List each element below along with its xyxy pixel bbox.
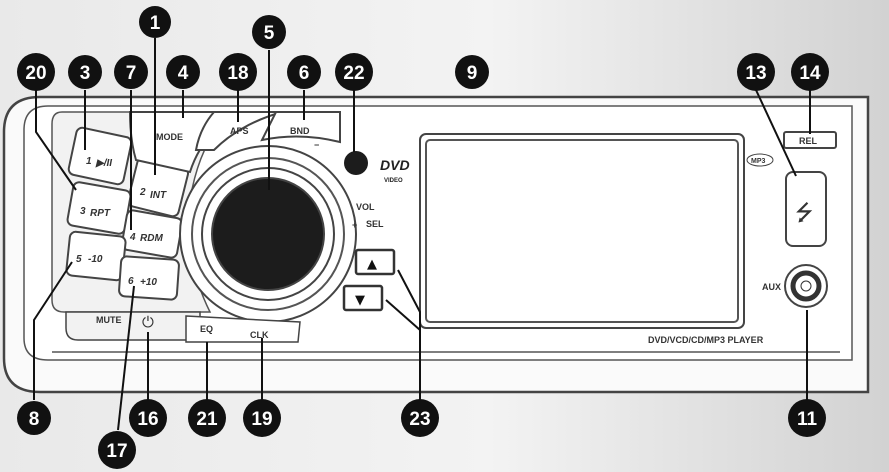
- callout-20: 20: [17, 53, 55, 91]
- usb-icon: ⭍: [795, 201, 813, 226]
- callouts: 1 20 3 7 4 18 5 6 22 9 13 14 8 16 21 19 …: [17, 6, 829, 469]
- pointer-23a: [397, 269, 421, 400]
- mute-label: MUTE: [96, 315, 122, 325]
- callout-5: 5: [252, 15, 286, 49]
- aps-label: APS: [230, 126, 249, 136]
- callout-8: 8: [17, 401, 51, 435]
- callout-9: 9: [455, 55, 489, 89]
- callout-22: 22: [335, 53, 373, 91]
- svg-text:5: 5: [264, 23, 275, 44]
- callout-1: 1: [139, 6, 171, 38]
- svg-text:6: 6: [299, 63, 310, 84]
- preset-button-2[interactable]: 2 INT: [126, 156, 190, 218]
- svg-text:19: 19: [251, 409, 272, 430]
- preset-button-6[interactable]: 6 +10: [118, 255, 180, 301]
- callout-23: 23: [401, 399, 439, 437]
- down-arrow-icon: ▼: [355, 293, 365, 308]
- eq-label: EQ: [200, 324, 213, 334]
- svg-text:23: 23: [409, 409, 430, 430]
- vol-minus-label: −: [314, 140, 319, 150]
- svg-text:20: 20: [25, 63, 46, 84]
- svg-text:1: 1: [150, 13, 161, 34]
- svg-text:3: 3: [80, 63, 91, 84]
- vol-label: VOL: [356, 202, 375, 212]
- mp3-badge: [746, 153, 774, 167]
- callout-18: 18: [219, 53, 257, 91]
- callout-17: 17: [98, 431, 136, 469]
- ir-sensor-dot: [344, 151, 368, 175]
- preset-6-sub: +10: [140, 277, 157, 288]
- usb-port[interactable]: [785, 171, 827, 247]
- svg-text:21: 21: [196, 409, 218, 430]
- svg-text:4: 4: [178, 63, 189, 84]
- callout-7: 7: [114, 55, 148, 89]
- callout-14: 14: [791, 53, 829, 91]
- preset-6-number: 6: [128, 276, 134, 287]
- svg-text:17: 17: [106, 441, 127, 462]
- svg-text:14: 14: [799, 63, 821, 84]
- svg-text:9: 9: [467, 63, 478, 84]
- eq-clk-band[interactable]: [185, 315, 301, 343]
- volume-knob[interactable]: [179, 145, 357, 323]
- pointer-8: [33, 261, 73, 400]
- callout-13: 13: [737, 53, 775, 91]
- preset-4-sub: RDM: [140, 233, 163, 244]
- preset-button-5[interactable]: 5 -10: [65, 230, 127, 282]
- callout-6: 6: [287, 55, 321, 89]
- preset-3-sub: RPT: [90, 208, 111, 219]
- pointer-13: [755, 89, 797, 177]
- aps-button[interactable]: [194, 111, 283, 151]
- preset-4-number: 4: [129, 232, 136, 243]
- aux-label: AUX: [762, 282, 781, 292]
- callout-16: 16: [129, 399, 167, 437]
- callout-19: 19: [243, 399, 281, 437]
- video-logo: VIDEO: [384, 178, 403, 184]
- callout-11: 11: [788, 399, 826, 437]
- preset-button-1[interactable]: 1 ▶/II: [67, 126, 133, 186]
- mute-band: [65, 311, 201, 341]
- svg-text:8: 8: [29, 409, 40, 430]
- preset-button-4[interactable]: 4 RDM: [120, 209, 184, 259]
- svg-text:7: 7: [126, 63, 137, 84]
- player-label: DVD/VCD/CD/MP3 PLAYER: [648, 335, 764, 345]
- rel-label: REL: [799, 136, 818, 146]
- preset-1-sub: ▶/II: [95, 158, 112, 169]
- preset-2-number: 2: [139, 187, 146, 198]
- mp3-badge-text: MP3: [751, 158, 766, 165]
- pointer-23b: [385, 299, 421, 331]
- svg-text:11: 11: [797, 409, 818, 430]
- preset-5-sub: -10: [88, 254, 103, 265]
- preset-1-number: 1: [86, 156, 92, 167]
- mode-label: MODE: [156, 132, 183, 142]
- callout-lines: [33, 38, 811, 431]
- up-arrow-button[interactable]: ▲: [354, 248, 396, 276]
- down-arrow-button[interactable]: ▼: [342, 284, 384, 312]
- svg-text:13: 13: [745, 63, 766, 84]
- preset-2-sub: INT: [150, 190, 167, 201]
- vol-plus-label: +: [352, 220, 357, 230]
- callout-3: 3: [68, 55, 102, 89]
- aux-jack[interactable]: [784, 264, 828, 308]
- bnd-label: BND: [290, 126, 310, 136]
- pointer-17: [117, 285, 135, 431]
- power-icon: ⏻: [142, 313, 154, 331]
- display-screen: [425, 139, 739, 323]
- sel-label: SEL: [366, 219, 384, 229]
- power-button[interactable]: ⏻: [142, 313, 154, 331]
- callout-4: 4: [166, 55, 200, 89]
- dvd-logo: DVD: [380, 157, 410, 173]
- pointer-20: [35, 90, 77, 191]
- preset-5-number: 5: [76, 254, 82, 265]
- svg-text:18: 18: [227, 63, 248, 84]
- up-arrow-icon: ▲: [367, 257, 377, 272]
- preset-3-number: 3: [80, 206, 86, 217]
- svg-text:22: 22: [343, 63, 364, 84]
- bnd-button[interactable]: [260, 111, 341, 144]
- clk-label: CLK: [250, 330, 269, 340]
- svg-text:16: 16: [137, 409, 158, 430]
- callout-21: 21: [188, 399, 226, 437]
